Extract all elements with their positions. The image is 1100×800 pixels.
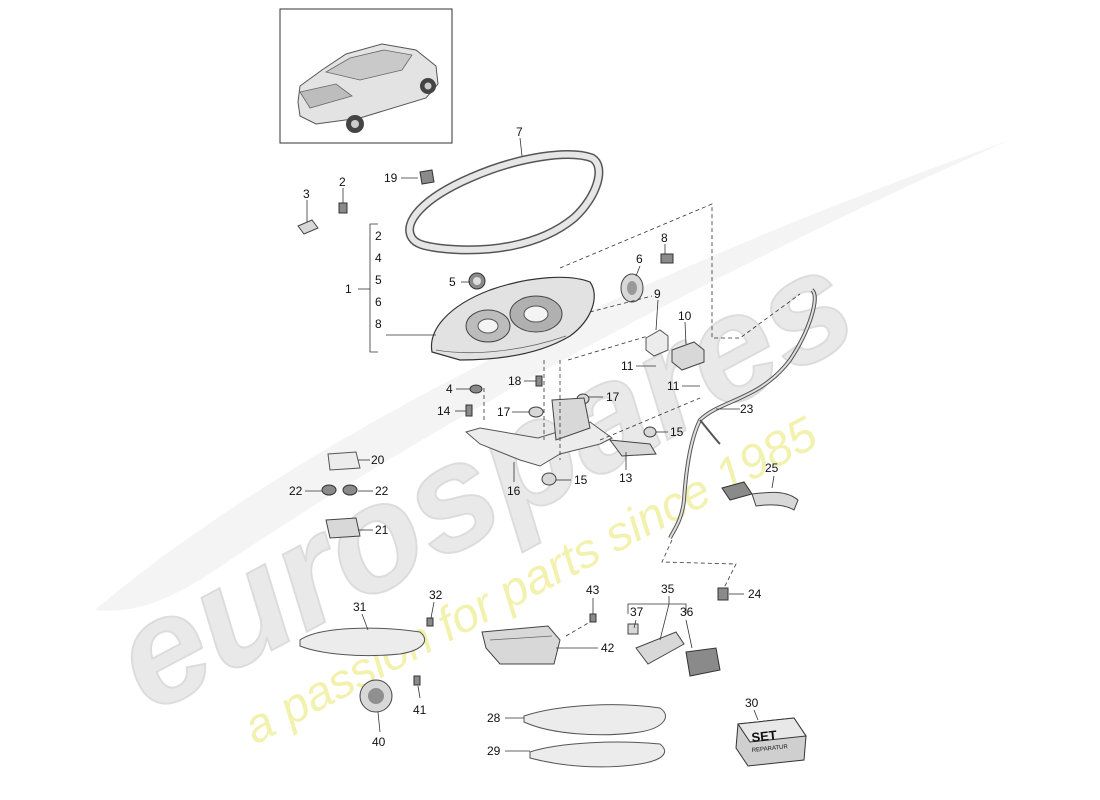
callout-9: 9 [654,287,661,301]
callout-5: 5 [449,275,456,289]
callout-11b: 11 [667,379,680,393]
callout-20: 20 [371,453,385,467]
module-9 [645,329,669,357]
wiring-harness [668,288,817,539]
leader-lines [305,137,775,752]
fog-lamp-40 [359,679,393,713]
callout-6: 6 [636,252,643,266]
callout-14: 14 [437,404,451,418]
clip-37 [627,623,639,635]
callout-15a: 15 [670,425,684,439]
cap-5 [468,272,486,290]
clip-15b [541,472,557,486]
callout-22a: 22 [289,484,303,498]
cover-cap-6 [620,273,644,303]
repair-set-box: SET REPARATUR [735,717,807,767]
callout-16: 16 [507,484,521,498]
screw-19 [419,169,435,185]
nut-22b [342,484,358,496]
callout-36: 36 [680,605,694,619]
callout-2: 2 [339,175,346,189]
side-lamp-31 [299,627,425,657]
callout-25: 25 [765,461,779,475]
callout-29: 29 [487,744,501,758]
screw-41 [413,675,421,686]
callout-42: 42 [601,641,615,655]
callout-19: 19 [384,171,398,185]
callout-13: 13 [619,471,633,485]
callout-30: 30 [745,696,759,710]
callout-11a: 11 [621,359,634,373]
trim-28 [523,704,666,736]
vehicle-thumbnail [279,8,453,144]
dashed-guides [483,203,801,637]
callout-22b: 22 [375,484,389,498]
callout-15b: 15 [574,473,588,487]
callout-1-2: 2 [375,229,382,243]
bracket-13 [608,439,657,457]
lamp-housing-35 [635,631,685,665]
callout-3: 3 [303,187,310,201]
callout-10: 10 [678,309,692,323]
callout-35: 35 [661,582,675,596]
callout-41: 41 [413,703,427,717]
control-unit-10 [671,341,705,371]
callout-1-5: 5 [375,273,382,287]
callout-21: 21 [375,523,389,537]
callout-18: 18 [508,374,522,388]
nut-4 [469,384,483,394]
callout-1-8: 8 [375,317,382,331]
callout-28: 28 [487,711,501,725]
callout-43: 43 [586,583,600,597]
callout-37: 37 [630,605,644,619]
callout-24: 24 [748,587,762,601]
screw-32 [426,617,434,627]
drl-unit-42 [481,625,561,665]
bulb-3 [297,219,319,235]
trim-29 [529,741,665,768]
car-icon [297,43,439,133]
callout-labels: 7 19 2 3 1 2 4 5 6 8 5 6 8 9 10 11 11 4 … [289,125,779,758]
callout-8: 8 [661,231,668,245]
callout-40: 40 [372,735,386,749]
screw-43 [589,613,597,623]
sensor-24 [717,587,729,601]
callout-1-4: 4 [375,251,382,265]
connector-25 [721,481,799,511]
callout-17b: 17 [606,390,620,404]
mounting-bracket [464,397,613,467]
nut-22a [321,484,337,496]
screw-18 [535,375,543,387]
callout-7: 7 [516,125,523,139]
clip-17a [528,406,544,418]
lens-36 [685,647,721,677]
callout-4: 4 [446,382,453,396]
callout-1-6: 6 [375,295,382,309]
headlight-seal-ring [405,150,604,255]
repair-set-label: SET [751,727,778,745]
bulb-8 [660,253,674,264]
bulb-2 [338,202,348,214]
callout-23: 23 [740,402,754,416]
control-unit-20 [327,451,361,471]
callout-31: 31 [353,600,367,614]
callout-1: 1 [345,282,352,296]
clip-15a [643,426,657,438]
callout-32: 32 [429,588,443,602]
repair-set-sublabel: REPARATUR [752,744,789,754]
bracket-21 [325,517,361,539]
screw-14 [465,404,473,417]
callout-17a: 17 [497,405,511,419]
headlamp-assembly [430,276,595,361]
